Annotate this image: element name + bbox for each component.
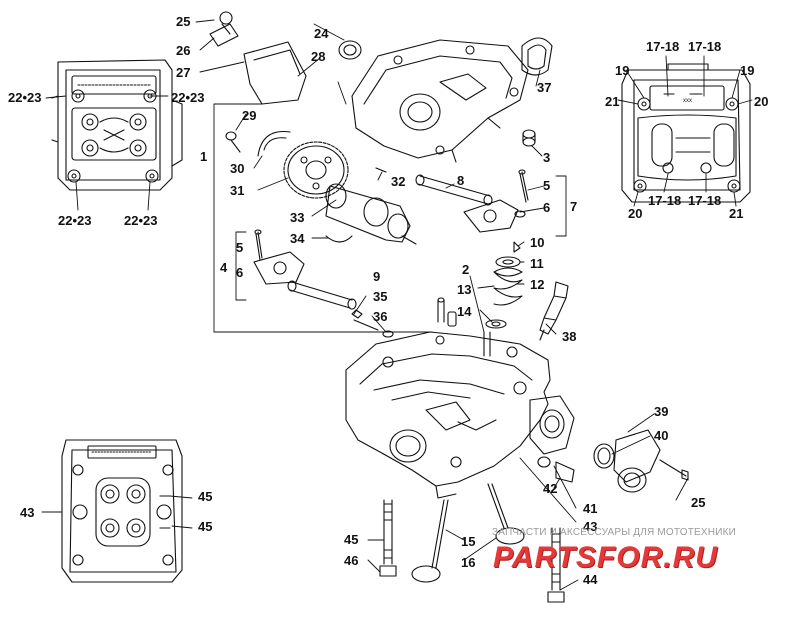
callout-34: 34: [290, 231, 305, 246]
cam-circlip: [325, 235, 353, 243]
callout-5-upper: 5: [543, 178, 551, 193]
callout-8: 8: [457, 173, 465, 188]
valve-cover: [351, 39, 529, 163]
head-dowel-pins: [437, 297, 457, 327]
callout-37: 37: [537, 80, 552, 95]
rocker-arm-upper: [463, 169, 529, 233]
callout-15: 15: [461, 534, 476, 549]
callout-22-23-right: 22•23: [171, 90, 205, 105]
watermark-caption: ЗАПЧАСТИ И АКСЕССУАРЫ ДЛЯ МОТОТЕХНИКИ: [492, 527, 737, 538]
callout-43-right: 43: [583, 519, 598, 534]
callout-45-inset-bottom: 45: [198, 519, 213, 534]
callout-40: 40: [654, 428, 669, 443]
callout-27: 27: [176, 65, 191, 80]
callout-39: 39: [654, 404, 669, 419]
chain-guide-clip: [257, 130, 291, 157]
exhaust-valve: [411, 499, 449, 583]
callout-41: 41: [583, 501, 598, 516]
callout-25-top: 25: [176, 14, 191, 29]
cam-pin: [375, 167, 387, 173]
callout-29: 29: [242, 108, 257, 123]
valve-spring-stack: [485, 241, 523, 329]
callout-19-left: 19: [615, 63, 630, 78]
callout-26: 26: [176, 43, 191, 58]
callout-3: 3: [543, 150, 551, 165]
plug-seal: [338, 40, 362, 60]
callout-46: 46: [344, 553, 359, 568]
callout-17-18-bottom-left: 17-18: [648, 193, 682, 208]
intake-valve: [487, 483, 525, 545]
callout-13: 13: [457, 282, 472, 297]
rocker-arm-lower: [253, 229, 305, 285]
callout-36: 36: [373, 309, 388, 324]
callout-6-lower: 6: [236, 265, 244, 280]
gear-bolt: [225, 131, 241, 153]
leader-lines: [41, 19, 753, 591]
breather-cap: [209, 11, 307, 105]
callout-28: 28: [311, 49, 326, 64]
head-bottom-view-inset: [61, 439, 183, 583]
callout-4: 4: [220, 260, 228, 275]
rocker-shaft-lower: [287, 280, 357, 310]
callout-42: 42: [543, 481, 558, 496]
callout-11: 11: [530, 256, 544, 271]
callout-33: 33: [290, 210, 305, 225]
callout-19-right: 19: [740, 63, 755, 78]
callout-6-upper: 6: [543, 200, 551, 215]
callout-44: 44: [583, 572, 598, 587]
watermark-logo: PARTSFOR.RU: [493, 541, 718, 574]
cylinder-head: [345, 331, 551, 499]
callout-38: 38: [562, 329, 577, 344]
callout-45-inset-top: 45: [198, 489, 213, 504]
coolant-outlet-adaptor: [593, 429, 689, 493]
callout-20-bottom: 20: [628, 206, 643, 221]
callout-35: 35: [373, 289, 388, 304]
callout-1: 1: [200, 149, 208, 164]
callout-10: 10: [530, 235, 545, 250]
cover-gasket: [521, 37, 553, 76]
head-stud-left: [379, 499, 397, 577]
callout-22-23-left: 22•23: [8, 90, 42, 105]
svg-text:xxx: xxx: [683, 98, 692, 104]
callout-5-lower: 5: [236, 240, 244, 255]
callout-22-23-bottom-left: 22•23: [58, 213, 92, 228]
cam-gear: [283, 141, 349, 199]
callout-17-18-top-left: 17-18: [646, 39, 680, 54]
callout-2: 2: [462, 262, 470, 277]
drain-bolt-washer: [537, 456, 575, 483]
callout-25-bottom: 25: [691, 495, 706, 510]
callout-9: 9: [373, 269, 381, 284]
callout-20-right: 20: [754, 94, 769, 109]
callout-17-18-top-right: 17-18: [688, 39, 722, 54]
head-top-view-inset-right: xxx: [621, 63, 751, 203]
head-stud-right: [547, 527, 565, 603]
callout-17-18-bottom-right: 17-18: [688, 193, 722, 208]
callout-32: 32: [391, 174, 406, 189]
head-bolt: [351, 309, 379, 331]
group-brackets: [213, 81, 567, 333]
callout-22-23-bottom-right: 22•23: [124, 213, 158, 228]
cover-bolt-washer: [522, 129, 536, 147]
callout-45-stud: 45: [344, 532, 359, 547]
camshaft: [325, 183, 417, 245]
callout-24: 24: [314, 26, 329, 41]
rocker-shaft-upper: [415, 174, 493, 206]
callout-12: 12: [530, 277, 545, 292]
callout-21-left: 21: [605, 94, 620, 109]
valve-guide: [483, 331, 491, 357]
spark-plug: [539, 281, 569, 341]
outlet-port: [529, 395, 575, 455]
callout-16: 16: [461, 555, 476, 570]
callout-14: 14: [457, 304, 472, 319]
callout-7: 7: [570, 199, 578, 214]
callout-31: 31: [230, 183, 245, 198]
callout-30: 30: [230, 161, 245, 176]
callout-43-left: 43: [20, 505, 35, 520]
callout-21-bottom: 21: [729, 206, 744, 221]
head-top-view-inset-left: [51, 59, 183, 191]
